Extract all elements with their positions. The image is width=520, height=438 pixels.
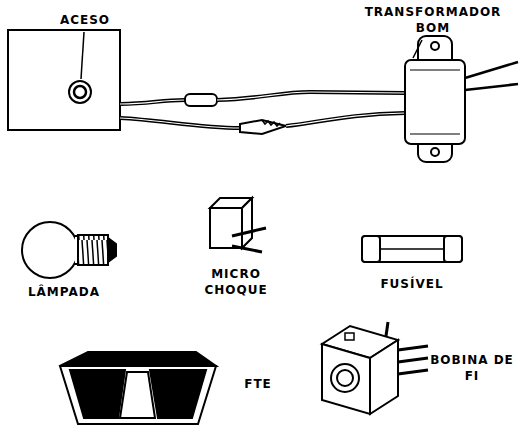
wire — [120, 100, 185, 104]
pin — [398, 346, 428, 350]
wire — [217, 92, 405, 100]
speaker — [60, 352, 216, 366]
fuse — [362, 236, 462, 262]
wire — [120, 118, 240, 128]
pin — [398, 358, 428, 362]
leader-line — [81, 32, 84, 79]
pin — [232, 246, 262, 252]
lead — [465, 62, 518, 78]
indicator-lamp — [69, 81, 91, 103]
part-label: MICRO CHOQUE — [190, 266, 282, 298]
part-label: FTE — [232, 376, 284, 392]
wire — [286, 113, 405, 126]
part-label: TRANSFORMADOR BOM — [362, 4, 504, 36]
pin — [232, 228, 266, 236]
part-label: FUSÍVEL — [355, 276, 469, 292]
part-label: ACESO — [50, 12, 120, 28]
alligator-clip — [240, 120, 286, 134]
tester-box — [8, 30, 120, 130]
transformer — [405, 60, 465, 144]
part-label: LÂMPADA — [6, 284, 122, 300]
leader-line — [413, 40, 422, 58]
resistor — [185, 94, 217, 106]
part-label: BOBINA DE FI — [430, 352, 514, 384]
lamp-base — [78, 235, 108, 265]
lead — [465, 84, 518, 90]
pin — [386, 322, 388, 336]
lamp — [22, 222, 78, 278]
pin — [398, 370, 428, 374]
